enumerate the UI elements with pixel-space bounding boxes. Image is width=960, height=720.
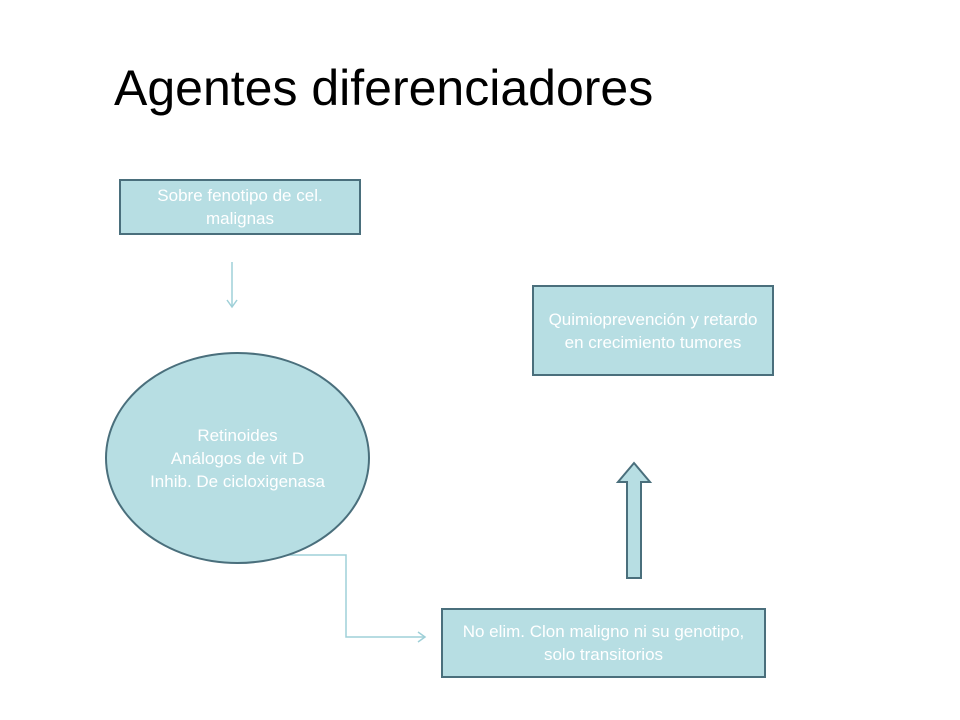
- ellipse-agents-label: Retinoides Análogos de vit D Inhib. De c…: [150, 425, 325, 491]
- arrow-phenotype-to-agents: [226, 262, 238, 309]
- block-arrow-up: [615, 461, 653, 579]
- box-chemoprevention: Quimioprevención y retardo en crecimient…: [532, 285, 774, 376]
- connector-agents-to-limitation: [286, 554, 427, 643]
- box-chemoprevention-label: Quimioprevención y retardo en crecimient…: [548, 309, 758, 352]
- box-limitation-label: No elim. Clon maligno ni su genotipo, so…: [462, 622, 745, 664]
- slide-title: Agentes diferenciadores: [114, 60, 654, 116]
- box-limitation: No elim. Clon maligno ni su genotipo, so…: [441, 608, 766, 678]
- box-phenotype-label: Sobre fenotipo de cel. malignas: [157, 186, 323, 228]
- box-phenotype: Sobre fenotipo de cel. malignas: [119, 179, 361, 235]
- ellipse-agents: Retinoides Análogos de vit D Inhib. De c…: [105, 352, 370, 564]
